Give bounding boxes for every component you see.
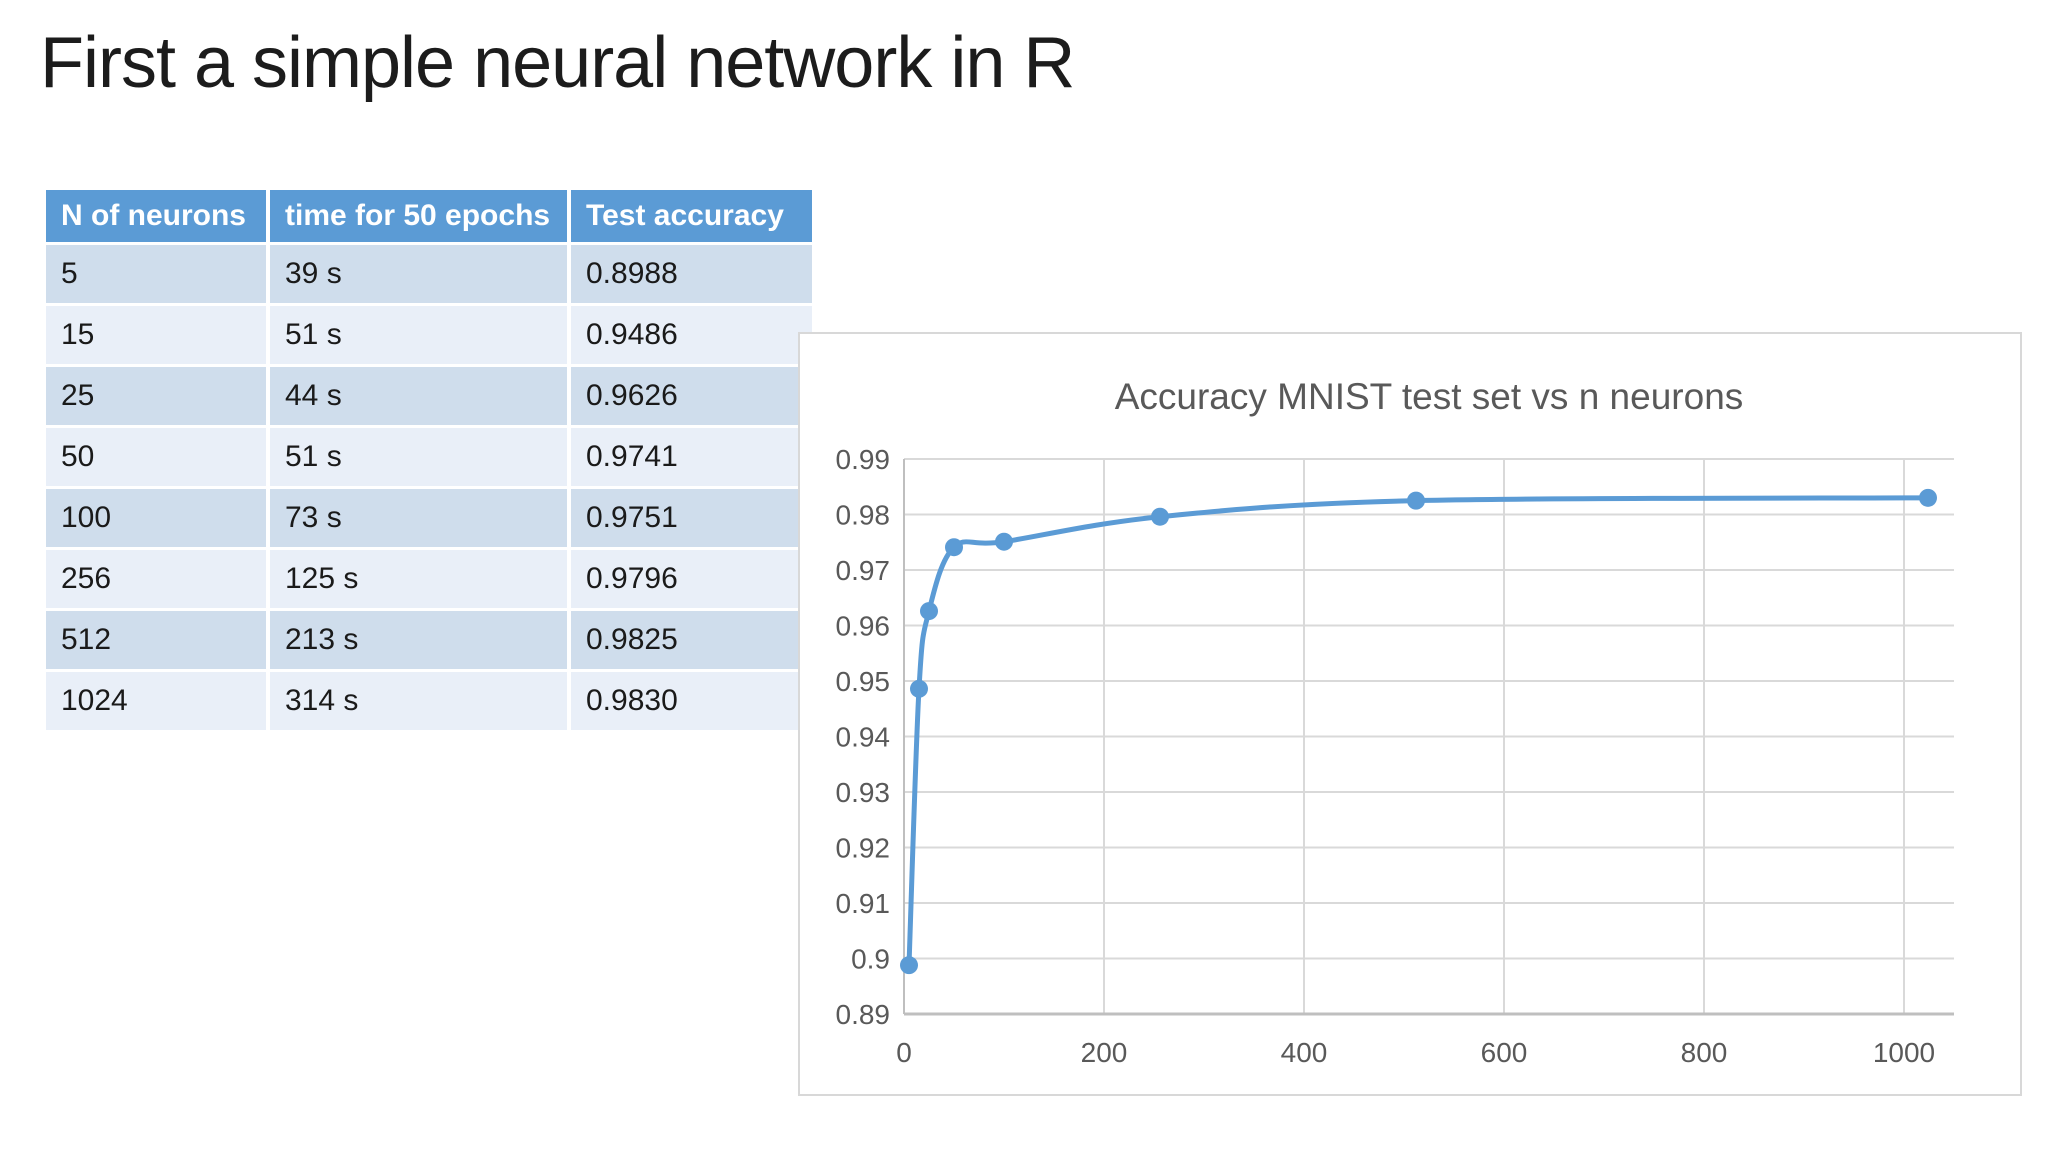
x-axis-label: 0 xyxy=(896,1037,912,1068)
table-cell: 0.9751 xyxy=(571,489,812,547)
chart-data-point xyxy=(995,532,1013,551)
chart-data-point xyxy=(945,538,963,557)
table-cell: 0.8988 xyxy=(571,245,812,303)
table-cell: 1024 xyxy=(46,672,266,730)
table-cell: 256 xyxy=(46,550,266,608)
table-cell: 213 s xyxy=(270,611,567,669)
table-cell: 50 xyxy=(46,428,266,486)
table-header-cell: N of neurons xyxy=(46,190,266,242)
table-cell: 0.9830 xyxy=(571,672,812,730)
y-axis-label: 0.96 xyxy=(836,610,891,641)
chart-data-point xyxy=(1407,491,1425,510)
chart-title: Accuracy MNIST test set vs n neurons xyxy=(1115,376,1744,417)
chart-line xyxy=(906,495,1931,968)
table-cell: 39 s xyxy=(270,245,567,303)
chart-svg: 0.89 0.9 0.91 0.92 0.93 0.94 0.95 0.96 0.97 0.98 0… xyxy=(836,376,1954,1068)
table-cell: 125 s xyxy=(270,550,567,608)
table-cell: 314 s xyxy=(270,672,567,730)
chart-data-point xyxy=(1919,488,1937,507)
chart-data-point xyxy=(910,679,928,698)
table-cell: 0.9825 xyxy=(571,611,812,669)
x-axis-label: 800 xyxy=(1681,1037,1728,1068)
table-cell: 0.9796 xyxy=(571,550,812,608)
y-axis-label: 0.97 xyxy=(836,555,891,586)
table-cell: 100 xyxy=(46,489,266,547)
y-axis-label: 0.92 xyxy=(836,832,891,863)
table-header-cell: Test accuracy xyxy=(571,190,812,242)
x-axis-label: 1000 xyxy=(1873,1037,1935,1068)
chart-data-point xyxy=(920,602,938,621)
y-axis-label: 0.89 xyxy=(836,999,891,1030)
y-axis-label: 0.99 xyxy=(836,444,891,475)
table-cell: 15 xyxy=(46,306,266,364)
table-cell: 0.9486 xyxy=(571,306,812,364)
table-cell: 0.9626 xyxy=(571,367,812,425)
y-axis-label: 0.94 xyxy=(836,721,891,752)
x-axis-label: 200 xyxy=(1081,1037,1128,1068)
y-axis-label: 0.93 xyxy=(836,777,891,808)
table-cell: 25 xyxy=(46,367,266,425)
table-cell: 44 s xyxy=(270,367,567,425)
table-cell: 0.9741 xyxy=(571,428,812,486)
y-axis-label: 0.98 xyxy=(836,499,891,530)
y-axis-label: 0.95 xyxy=(836,666,891,697)
chart-panel: 0.89 0.9 0.91 0.92 0.93 0.94 0.95 0.96 0.97 0.98 0… xyxy=(798,332,2022,1096)
slide-title: First a simple neural network in R xyxy=(40,23,1075,103)
chart-data-point xyxy=(1151,507,1169,526)
table-cell: 5 xyxy=(46,245,266,303)
table-header-cell: time for 50 epochs xyxy=(270,190,567,242)
accuracy-chart: 0.89 0.9 0.91 0.92 0.93 0.94 0.95 0.96 0.97 0.98 0… xyxy=(800,334,2020,1094)
x-axis-label: 600 xyxy=(1481,1037,1528,1068)
chart-data-point xyxy=(900,956,918,975)
y-axis-label: 0.91 xyxy=(836,888,891,919)
y-axis-label: 0.9 xyxy=(851,943,890,974)
table-cell: 73 s xyxy=(270,489,567,547)
table-cell: 51 s xyxy=(270,428,567,486)
table-cell: 512 xyxy=(46,611,266,669)
x-axis-label: 400 xyxy=(1281,1037,1328,1068)
table-cell: 51 s xyxy=(270,306,567,364)
